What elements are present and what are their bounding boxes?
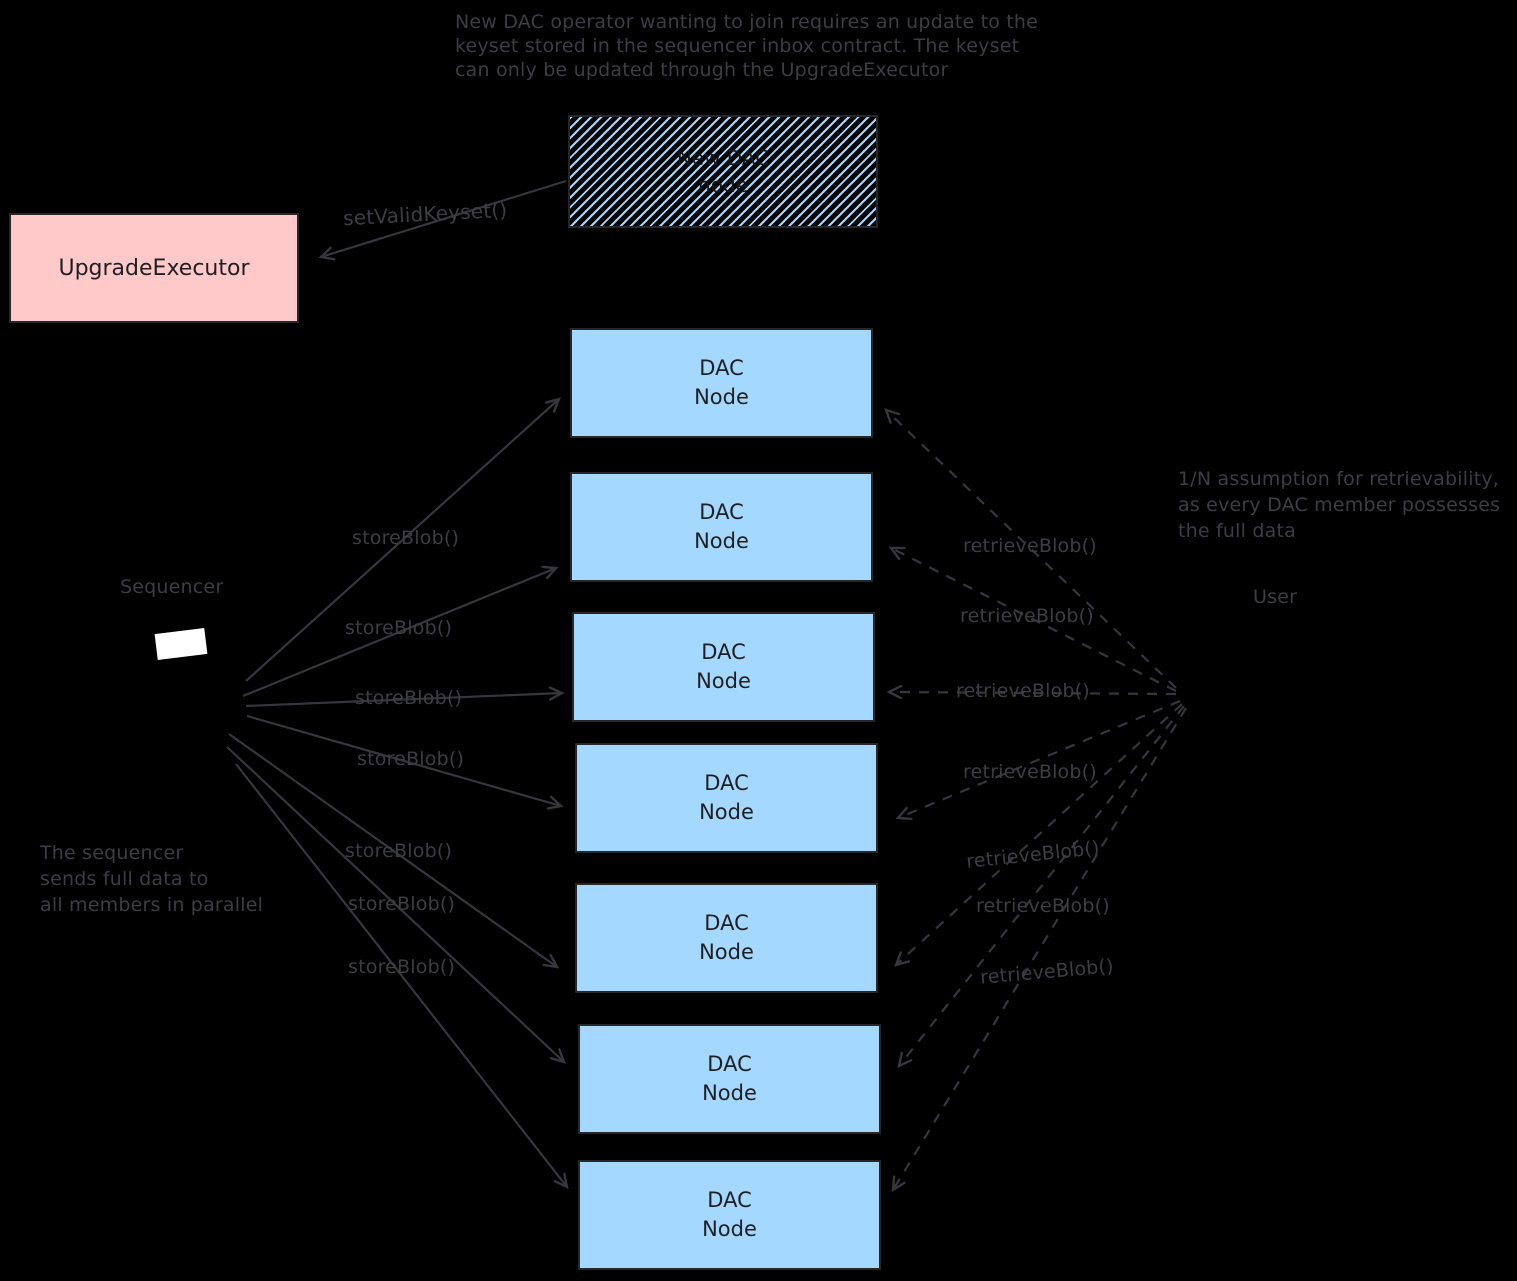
right-note-line: as every DAC member possesses bbox=[1178, 494, 1501, 516]
dac-node-box: DAC Node bbox=[575, 743, 878, 853]
retrieve-blob-label: retrieveBlob() bbox=[963, 761, 1097, 783]
dac-node-label: Node bbox=[702, 1217, 757, 1241]
retrieve-blob-label: retrieveBlob() bbox=[956, 680, 1090, 702]
right-note: 1/N assumption for retrievability, as ev… bbox=[1178, 466, 1500, 544]
dac-node-box: DAC Node bbox=[575, 883, 878, 993]
dac-node-label: DAC bbox=[707, 1188, 752, 1212]
retrieve-blob-arrow-2 bbox=[888, 546, 1177, 692]
store-blob-arrow-5 bbox=[228, 733, 560, 969]
retrieve-blob-label: retrieveBlob() bbox=[963, 535, 1097, 557]
dac-node-label: Node bbox=[699, 940, 754, 964]
left-note-line: sends full data to bbox=[40, 868, 209, 890]
dac-node-box: DAC Node bbox=[570, 472, 873, 582]
dac-node-box: DAC Node bbox=[578, 1024, 881, 1134]
new-dac-node-label: node bbox=[698, 172, 748, 197]
dac-node-box: DAC Node bbox=[572, 612, 875, 722]
right-note-line: 1/N assumption for retrievability, bbox=[1178, 468, 1500, 490]
dac-node-label: DAC bbox=[707, 1052, 752, 1076]
store-blob-label: storeBlob() bbox=[348, 956, 456, 978]
store-blob-label: storeBlob() bbox=[345, 617, 453, 639]
top-note-line: keyset stored in the sequencer inbox con… bbox=[455, 35, 1020, 57]
store-blob-label: storeBlob() bbox=[348, 893, 456, 915]
store-blob-arrow-1 bbox=[245, 397, 561, 682]
set-valid-keyset-arrow bbox=[318, 179, 567, 261]
store-blob-label: storeBlob() bbox=[355, 687, 463, 709]
left-note-line: The sequencer bbox=[40, 842, 184, 864]
dac-node-label: DAC bbox=[699, 356, 744, 380]
retrieve-blob-label: retrieveBlob() bbox=[960, 605, 1094, 627]
store-blob-label: storeBlob() bbox=[345, 840, 453, 862]
store-blob-arrow-2 bbox=[242, 565, 559, 698]
upgrade-executor-box: UpgradeExecutor bbox=[9, 213, 299, 323]
right-note-line: the full data bbox=[1178, 520, 1296, 542]
store-blob-arrow-3 bbox=[245, 686, 565, 708]
store-blob-arrow-4 bbox=[246, 714, 564, 810]
store-blob-arrow-6 bbox=[226, 746, 566, 1064]
retrieve-blob-arrow-4 bbox=[895, 699, 1181, 821]
left-note: The sequencer sends full data to all mem… bbox=[40, 840, 263, 918]
dac-node-label: DAC bbox=[704, 771, 749, 795]
user-label: User bbox=[1253, 586, 1298, 608]
dac-node-label: Node bbox=[696, 669, 751, 693]
store-blob-label: storeBlob() bbox=[357, 748, 465, 770]
sequencer-label: Sequencer bbox=[120, 576, 224, 598]
dac-node-box: DAC Node bbox=[570, 328, 873, 438]
dac-node-label: Node bbox=[699, 800, 754, 824]
store-blob-arrow-7 bbox=[235, 763, 569, 1190]
retrieve-blob-arrow-6 bbox=[897, 705, 1185, 1069]
dac-node-label: DAC bbox=[704, 911, 749, 935]
dac-node-label: Node bbox=[694, 385, 749, 409]
retrieve-blob-arrow-1 bbox=[884, 408, 1177, 689]
dac-node-box: DAC Node bbox=[578, 1160, 881, 1270]
top-note: New DAC operator wanting to join require… bbox=[455, 10, 1038, 82]
dac-node-label: DAC bbox=[699, 500, 744, 524]
new-dac-node-box: New DAC node bbox=[568, 115, 878, 228]
new-dac-node-label: New DAC bbox=[676, 145, 770, 170]
dac-node-label: DAC bbox=[701, 640, 746, 664]
retrieve-blob-label: retrieveBlob() bbox=[976, 895, 1110, 917]
retrieve-blob-arrow-3 bbox=[886, 684, 1177, 700]
dac-node-label: Node bbox=[702, 1081, 757, 1105]
store-blob-label: storeBlob() bbox=[352, 527, 460, 549]
top-note-line: can only be updated through the UpgradeE… bbox=[455, 59, 949, 81]
dac-node-label: Node bbox=[694, 529, 749, 553]
top-note-line: New DAC operator wanting to join require… bbox=[455, 11, 1039, 33]
left-note-line: all members in parallel bbox=[40, 894, 264, 916]
upgrade-executor-label: UpgradeExecutor bbox=[58, 255, 250, 281]
retrieve-blob-arrow-5 bbox=[894, 703, 1183, 967]
